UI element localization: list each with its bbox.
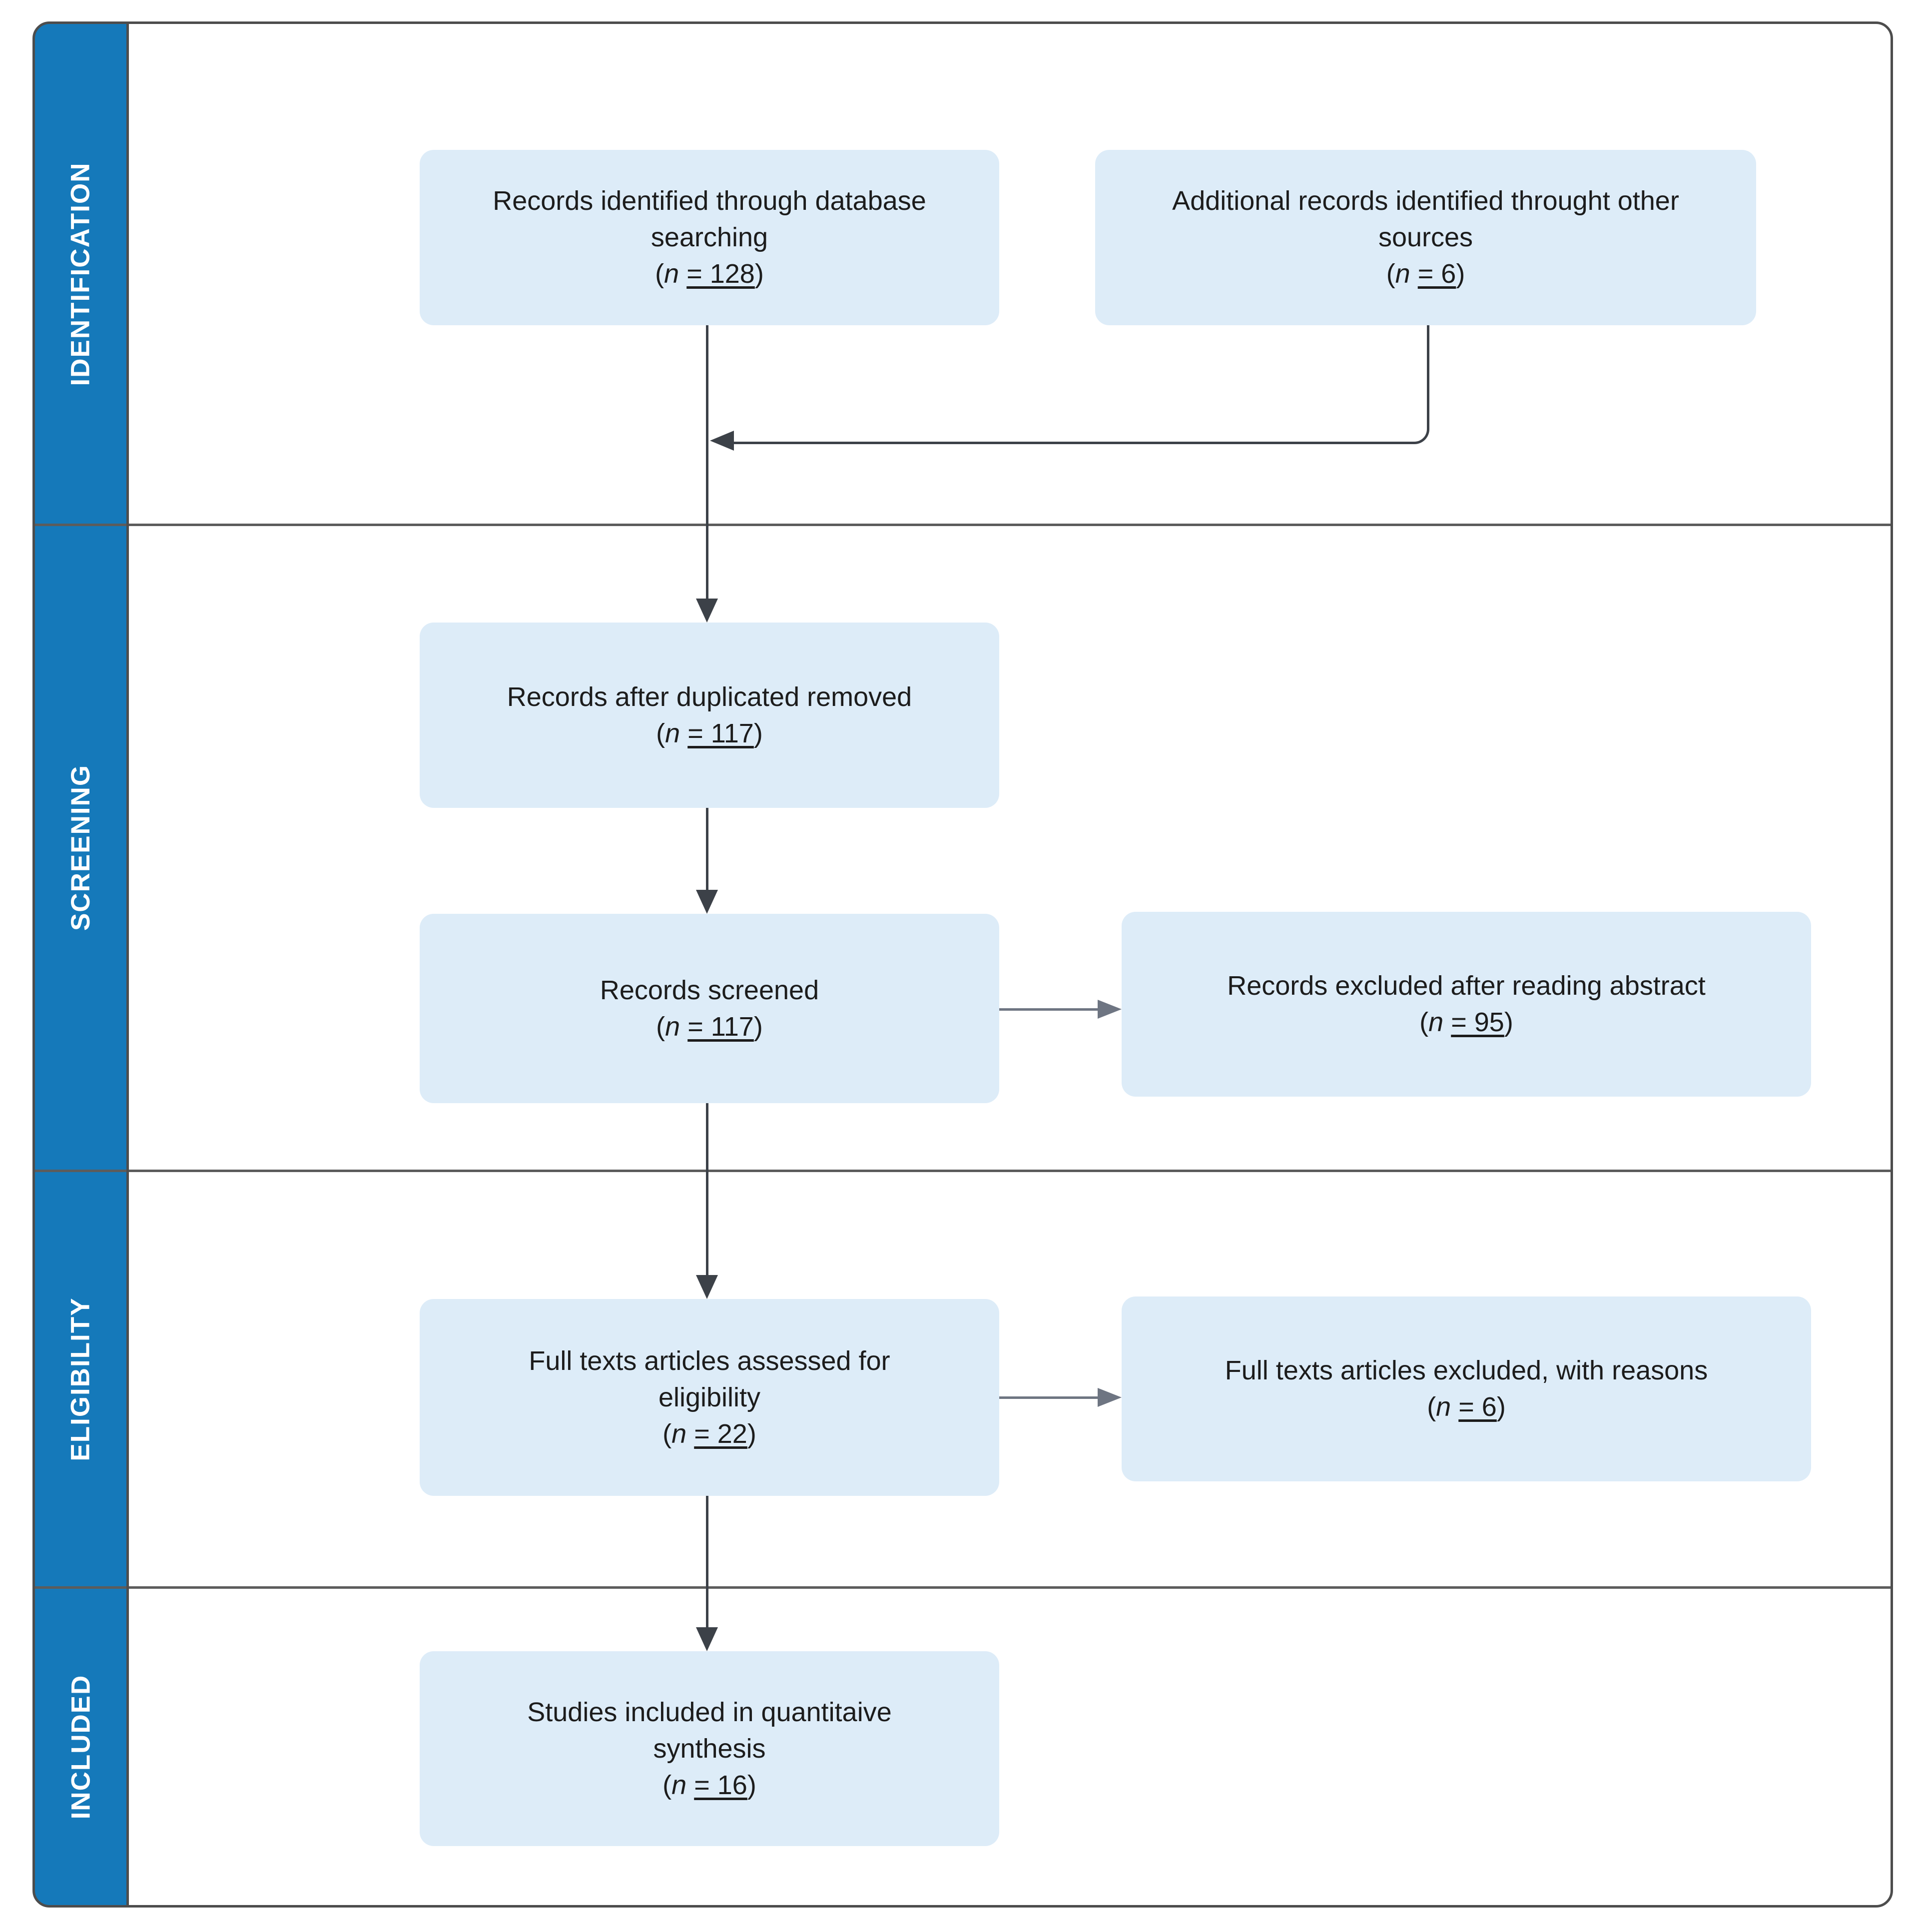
arrowhead-fulltext-to-excluded xyxy=(1098,1388,1122,1407)
node-line: Records after duplicated removed xyxy=(507,681,912,712)
section-divider-2 xyxy=(32,1170,1893,1172)
node-line: Records identified through database xyxy=(493,186,926,216)
node-line: Full texts articles excluded, with reaso… xyxy=(1225,1355,1708,1385)
phase-label-screening: SCREENING xyxy=(66,764,96,931)
node-count: (n = 6) xyxy=(1427,1392,1506,1422)
node-line: Additional records identified throught o… xyxy=(1172,186,1679,216)
arrow-screened-to-excluded xyxy=(999,1008,1099,1011)
arrow-screened-to-fulltext xyxy=(706,1103,708,1277)
node-fulltext-assessed: Full texts articles assessed for eligibil… xyxy=(420,1299,999,1496)
node-count: (n = 6) xyxy=(1386,259,1465,289)
node-line: Studies included in quantitaive xyxy=(527,1697,892,1727)
arrowhead-screened-to-excluded xyxy=(1098,1000,1122,1019)
node-records-screened: Records screened (n = 117) xyxy=(420,914,999,1103)
sidebar-divider xyxy=(126,21,129,1908)
node-line: searching xyxy=(650,222,768,252)
arrowhead-additional-to-dedupe xyxy=(710,431,734,451)
arrowhead-fulltext-to-included xyxy=(696,1627,718,1651)
arrowhead-dedupe-to-screened xyxy=(696,890,718,914)
node-count: (n = 22) xyxy=(662,1418,756,1449)
node-line: Records screened xyxy=(600,975,819,1005)
node-line: Records excluded after reading abstract xyxy=(1227,971,1706,1001)
arrowhead-identified-to-dedupe xyxy=(696,599,718,623)
node-line: Full texts articles assessed for xyxy=(529,1345,890,1376)
node-count: (n = 117) xyxy=(656,718,763,748)
phase-band-eligibility: ELIGIBILITY xyxy=(34,1171,127,1587)
arrow-dedupe-to-screened xyxy=(706,808,708,892)
phase-label-eligibility: ELIGIBILITY xyxy=(66,1296,96,1461)
arrow-fulltext-to-included xyxy=(706,1496,708,1628)
phase-label-included: INCLUDED xyxy=(66,1674,96,1819)
node-line: synthesis xyxy=(653,1733,766,1764)
node-count: (n = 117) xyxy=(656,1011,763,1042)
node-records-identified: Records identified through database searc… xyxy=(420,150,999,325)
node-fulltext-excluded: Full texts articles excluded, with reaso… xyxy=(1122,1296,1811,1481)
section-divider-1 xyxy=(32,524,1893,526)
node-line: eligibility xyxy=(658,1382,761,1412)
node-count: (n = 95) xyxy=(1419,1007,1513,1037)
arrow-identified-to-dedupe xyxy=(706,325,708,600)
arrow-additional-to-dedupe xyxy=(732,325,1429,444)
node-studies-included: Studies included in quantitaive synthesis… xyxy=(420,1651,999,1846)
node-line: sources xyxy=(1378,222,1473,252)
section-divider-3 xyxy=(32,1586,1893,1589)
arrowhead-screened-to-fulltext xyxy=(696,1275,718,1299)
arrow-fulltext-to-excluded xyxy=(999,1396,1099,1399)
phase-band-screening: SCREENING xyxy=(34,525,127,1171)
node-records-excluded-abstract: Records excluded after reading abstract (… xyxy=(1122,912,1811,1097)
phase-band-identification: IDENTIFICATION xyxy=(34,23,127,525)
node-count: (n = 16) xyxy=(662,1770,756,1800)
phase-label-identification: IDENTIFICATION xyxy=(66,161,96,386)
node-records-deduplicated: Records after duplicated removed (n = 117… xyxy=(420,623,999,808)
node-additional-records: Additional records identified throught o… xyxy=(1095,150,1756,325)
node-count: (n = 128) xyxy=(655,259,764,289)
phase-band-included: INCLUDED xyxy=(34,1587,127,1906)
